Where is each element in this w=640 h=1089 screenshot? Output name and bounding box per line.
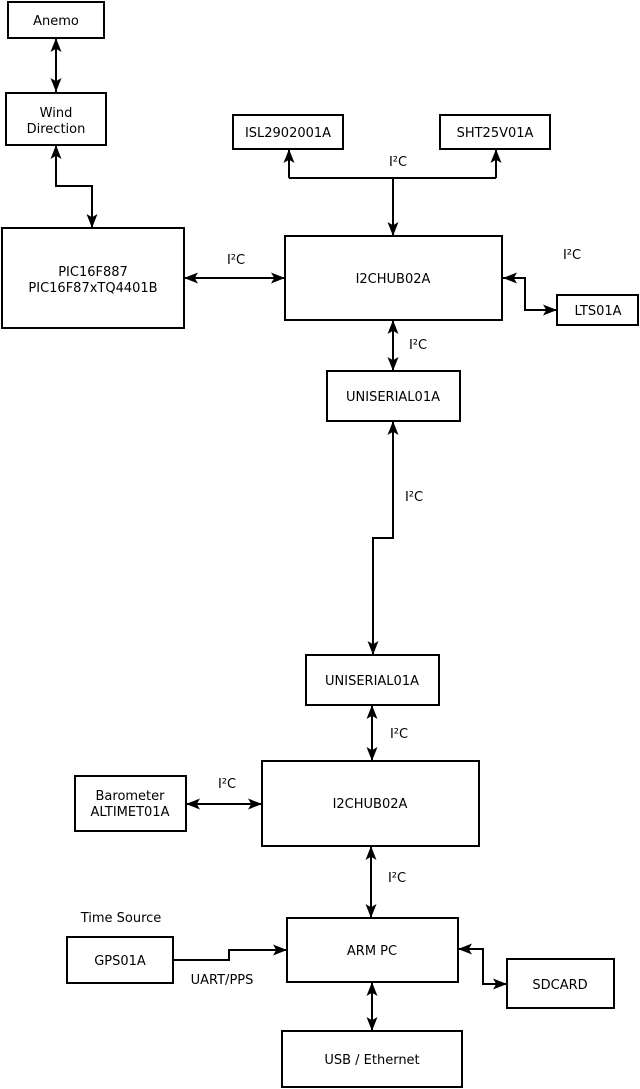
node-hub2: I2CHUB02A — [261, 760, 480, 847]
wind-direction-label-line2: Direction — [27, 122, 86, 137]
isl-label: ISL2902001A — [245, 126, 331, 141]
node-sht: SHT25V01A — [439, 114, 551, 150]
node-wind-direction: Wind Direction — [5, 92, 107, 146]
barometer-box — [74, 775, 187, 832]
pic-box — [1, 227, 185, 329]
hub2-box — [261, 760, 480, 847]
anemo-box — [7, 1, 105, 39]
wind-direction-box — [5, 92, 107, 146]
node-sdcard: SDCARD — [506, 958, 615, 1009]
barometer-label-line2: ALTIMET01A — [91, 805, 170, 820]
node-gps: GPS01A — [66, 936, 174, 984]
edge-label-i2c-pic-hub1: I²C — [227, 253, 245, 268]
edge-uniserial-link — [367, 421, 399, 655]
isl-box — [232, 114, 344, 150]
node-anemo: Anemo — [7, 1, 105, 39]
edge-label-i2c-hub1-uniserial: I²C — [409, 338, 427, 353]
arm-pc-label: ARM PC — [347, 944, 397, 959]
sht-box — [439, 114, 551, 150]
arm-pc-box — [286, 917, 459, 983]
barometer-label-line1: Barometer — [96, 789, 166, 804]
usb-ethernet-box — [281, 1030, 463, 1088]
hub1-box — [284, 235, 503, 321]
hub1-label: I2CHUB02A — [356, 272, 431, 287]
edge-wind-direction-pic — [50, 145, 98, 228]
edge-hub1-lts — [503, 272, 557, 316]
node-uniserial-bottom: UNISERIAL01A — [305, 654, 440, 706]
uniserial-bottom-label: UNISERIAL01A — [325, 674, 419, 689]
edge-armpc-sdcard — [458, 943, 507, 990]
sdcard-box — [506, 958, 615, 1009]
hub2-label: I2CHUB02A — [333, 797, 408, 812]
node-barometer: Barometer ALTIMET01A — [74, 775, 187, 832]
gps-box — [66, 936, 174, 984]
edge-gps-armpc — [173, 944, 287, 961]
gps-label: GPS01A — [94, 954, 146, 969]
edge-label-i2c-uniserial-link: I²C — [405, 490, 423, 505]
anemo-label: Anemo — [33, 14, 79, 29]
node-lts: LTS01A — [556, 294, 639, 326]
node-hub1: I2CHUB02A — [284, 235, 503, 321]
sht-label: SHT25V01A — [457, 126, 534, 141]
edge-label-i2c-barometer-hub2: I²C — [218, 777, 236, 792]
label-time-source: Time Source — [80, 911, 162, 926]
uniserial-top-label: UNISERIAL01A — [346, 390, 440, 405]
node-pic: PIC16F887 PIC16F87xTQ4401B — [1, 227, 185, 329]
usb-ethernet-label: USB / Ethernet — [324, 1053, 419, 1068]
node-usb-ethernet: USB / Ethernet — [281, 1030, 463, 1088]
sdcard-label: SDCARD — [532, 978, 587, 993]
node-arm-pc: ARM PC — [286, 917, 459, 983]
uniserial-bottom-box — [305, 654, 440, 706]
lts-label: LTS01A — [574, 304, 621, 319]
node-isl: ISL2902001A — [232, 114, 344, 150]
edge-label-uart-pps: UART/PPS — [191, 973, 254, 988]
edge-label-i2c-hub1-sensors: I²C — [389, 155, 407, 170]
uniserial-top-box — [326, 370, 461, 422]
pic-label-line2: PIC16F87xTQ4401B — [28, 281, 157, 296]
wind-direction-label-line1: Wind — [40, 106, 73, 121]
pic-label-line1: PIC16F887 — [58, 265, 128, 280]
lts-box — [556, 294, 639, 326]
edge-label-i2c-uniserial-hub2: I²C — [390, 727, 408, 742]
edge-label-i2c-hub1-lts: I²C — [563, 248, 581, 263]
node-uniserial-top: UNISERIAL01A — [326, 370, 461, 422]
edge-label-i2c-hub2-armpc: I²C — [388, 871, 406, 886]
